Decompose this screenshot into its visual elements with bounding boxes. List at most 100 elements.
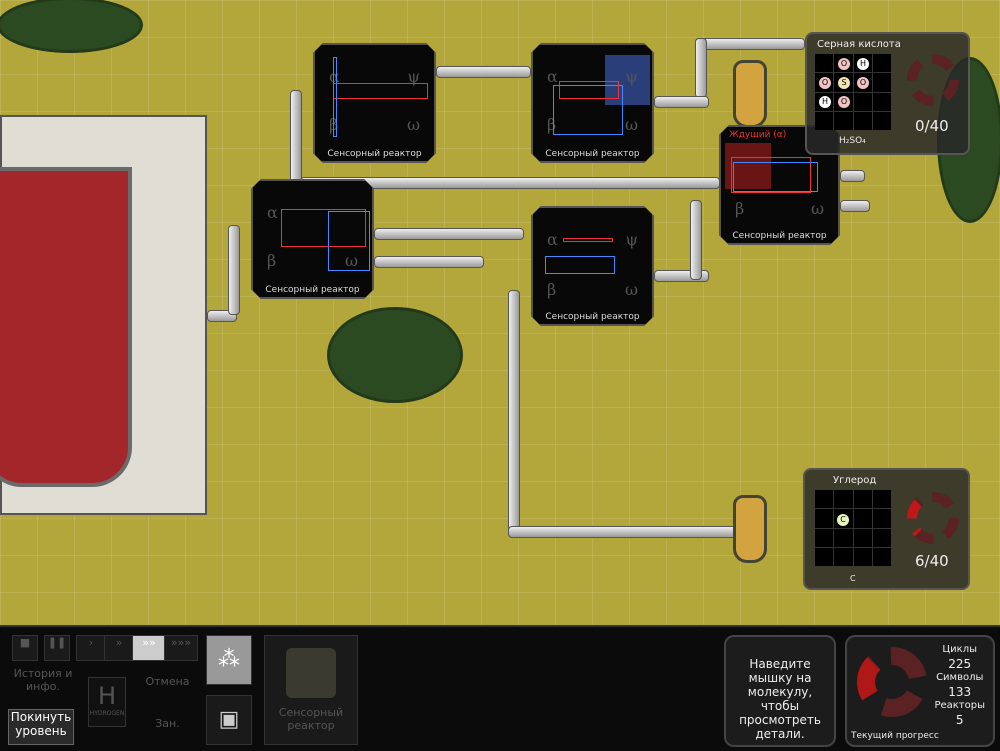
beta-label: β [547, 115, 557, 134]
pipe [508, 290, 520, 535]
grid-cell [853, 111, 872, 130]
pipe [840, 200, 870, 212]
fast-forward-button[interactable]: »» [132, 635, 166, 661]
omega-label: ω [810, 199, 824, 218]
grid-cell [872, 111, 891, 130]
output-panel-carbon[interactable]: Углерод C C 6/40 [803, 468, 970, 590]
red-path [563, 238, 613, 242]
reactor-2[interactable]: α ψ β ω Сенсорный реактор [531, 43, 654, 163]
step-button[interactable]: › [76, 635, 106, 661]
grid-cell [853, 547, 872, 566]
undo-button[interactable]: Отмена [145, 675, 190, 688]
alpha-label: α [267, 203, 278, 222]
reactor-label: Сенсорный реактор [545, 149, 640, 159]
reactor-label: Сенсорный реактор [545, 312, 640, 322]
red-path [281, 209, 366, 247]
reactors-label: Реакторы [934, 700, 985, 711]
grid-cell [853, 92, 872, 111]
factory-building [0, 115, 207, 515]
reactor-type-card[interactable]: Сенсорный реактор [264, 635, 358, 745]
pipe [374, 256, 484, 268]
play-button[interactable]: » [104, 635, 134, 661]
game-field[interactable]: α ψ β ω Сенсорный реактор α ψ β ω Сенсор… [0, 0, 1000, 625]
atom: O [857, 77, 869, 89]
output-title: Углерод [833, 475, 877, 486]
fastest-button[interactable]: »»» [164, 635, 198, 661]
grid-cell [872, 509, 891, 528]
grid-cell [834, 490, 853, 509]
grid-cell [872, 73, 891, 92]
molecule-grid [815, 54, 891, 130]
molecule-tool-button[interactable]: ⁂ [206, 635, 252, 685]
progress-label: Текущий прогресс [851, 731, 939, 741]
atom: O [819, 77, 831, 89]
red-path [333, 83, 428, 99]
molecule-formula: H₂SO₄ [839, 136, 866, 146]
omega-label: ω [344, 251, 358, 270]
sensor-area [605, 55, 650, 105]
history-info-button[interactable]: История и инфо. [13, 667, 73, 693]
reactor-3[interactable]: α β ω Сенсорный реактор [251, 179, 374, 299]
reactors-value: 5 [955, 713, 964, 727]
reactor-label: Сенсорный реактор [327, 149, 422, 159]
cycles-label: Циклы [942, 644, 978, 655]
symbols-value: 133 [948, 685, 972, 699]
grid-cell [872, 528, 891, 547]
element-name: HYDROGEN [89, 710, 125, 717]
omega-label: ω [406, 115, 420, 134]
stats-panel: Циклы 225 Символы 133 Реакторы 5 Текущий… [845, 635, 995, 747]
grid-cell [853, 528, 872, 547]
psi-label: ψ [407, 67, 420, 86]
blue-path [328, 211, 370, 271]
pipe [695, 38, 707, 98]
symbols-label: Символы [936, 672, 984, 683]
grid-cell [815, 547, 834, 566]
element-tile: H HYDROGEN [88, 677, 126, 727]
grid-cell [834, 547, 853, 566]
atom: H [819, 96, 831, 108]
psi-label: ψ [625, 230, 638, 249]
stop-button[interactable]: ■ [12, 635, 38, 661]
grid-cell [872, 547, 891, 566]
output-panel-sulfuric-acid[interactable]: Серная кислота O H O S O H O H₂SO₄ 0/40 [805, 32, 970, 155]
pipe [290, 90, 302, 185]
atom: O [838, 58, 850, 70]
omega-label: ω [624, 115, 638, 134]
output-count: 6/40 [915, 552, 949, 570]
cycles-value: 225 [948, 657, 972, 671]
atom: S [838, 77, 850, 89]
pipe [695, 38, 805, 50]
red-tower [0, 167, 132, 487]
grid-cell [834, 111, 853, 130]
save-button[interactable]: ▣ [206, 695, 252, 745]
molecule-formula: C [850, 574, 856, 583]
grid-cell [815, 54, 834, 73]
busy-label: Зан. [155, 717, 180, 730]
atom: O [838, 96, 850, 108]
beta-label: β [267, 251, 277, 270]
beta-label: β [735, 199, 745, 218]
reactor-1[interactable]: α ψ β ω Сенсорный реактор [313, 43, 436, 163]
pause-button[interactable]: ❚❚ [44, 635, 70, 661]
output-receiver [733, 495, 767, 563]
blue-path [553, 85, 623, 135]
reactor-4[interactable]: α ψ β ω Сенсорный реактор [531, 206, 654, 326]
grid-cell [815, 490, 834, 509]
pipe [840, 170, 865, 182]
grid-cell [815, 509, 834, 528]
pipe [654, 96, 709, 108]
output-title: Серная кислота [817, 39, 901, 50]
forest [0, 0, 140, 50]
exit-level-button[interactable]: Покинуть уровень [8, 709, 74, 745]
grid-cell [853, 509, 872, 528]
grid-cell [853, 490, 872, 509]
psi-label: ψ [625, 67, 638, 86]
forest [330, 310, 460, 400]
reactor-status: Ждущий (α) [729, 130, 787, 140]
blue-path [333, 57, 337, 137]
reactor-label: Сенсорный реактор [732, 231, 827, 241]
grid-cell [872, 490, 891, 509]
atom: H [857, 58, 869, 70]
sensor-area [725, 143, 771, 189]
grid-cell [872, 54, 891, 73]
